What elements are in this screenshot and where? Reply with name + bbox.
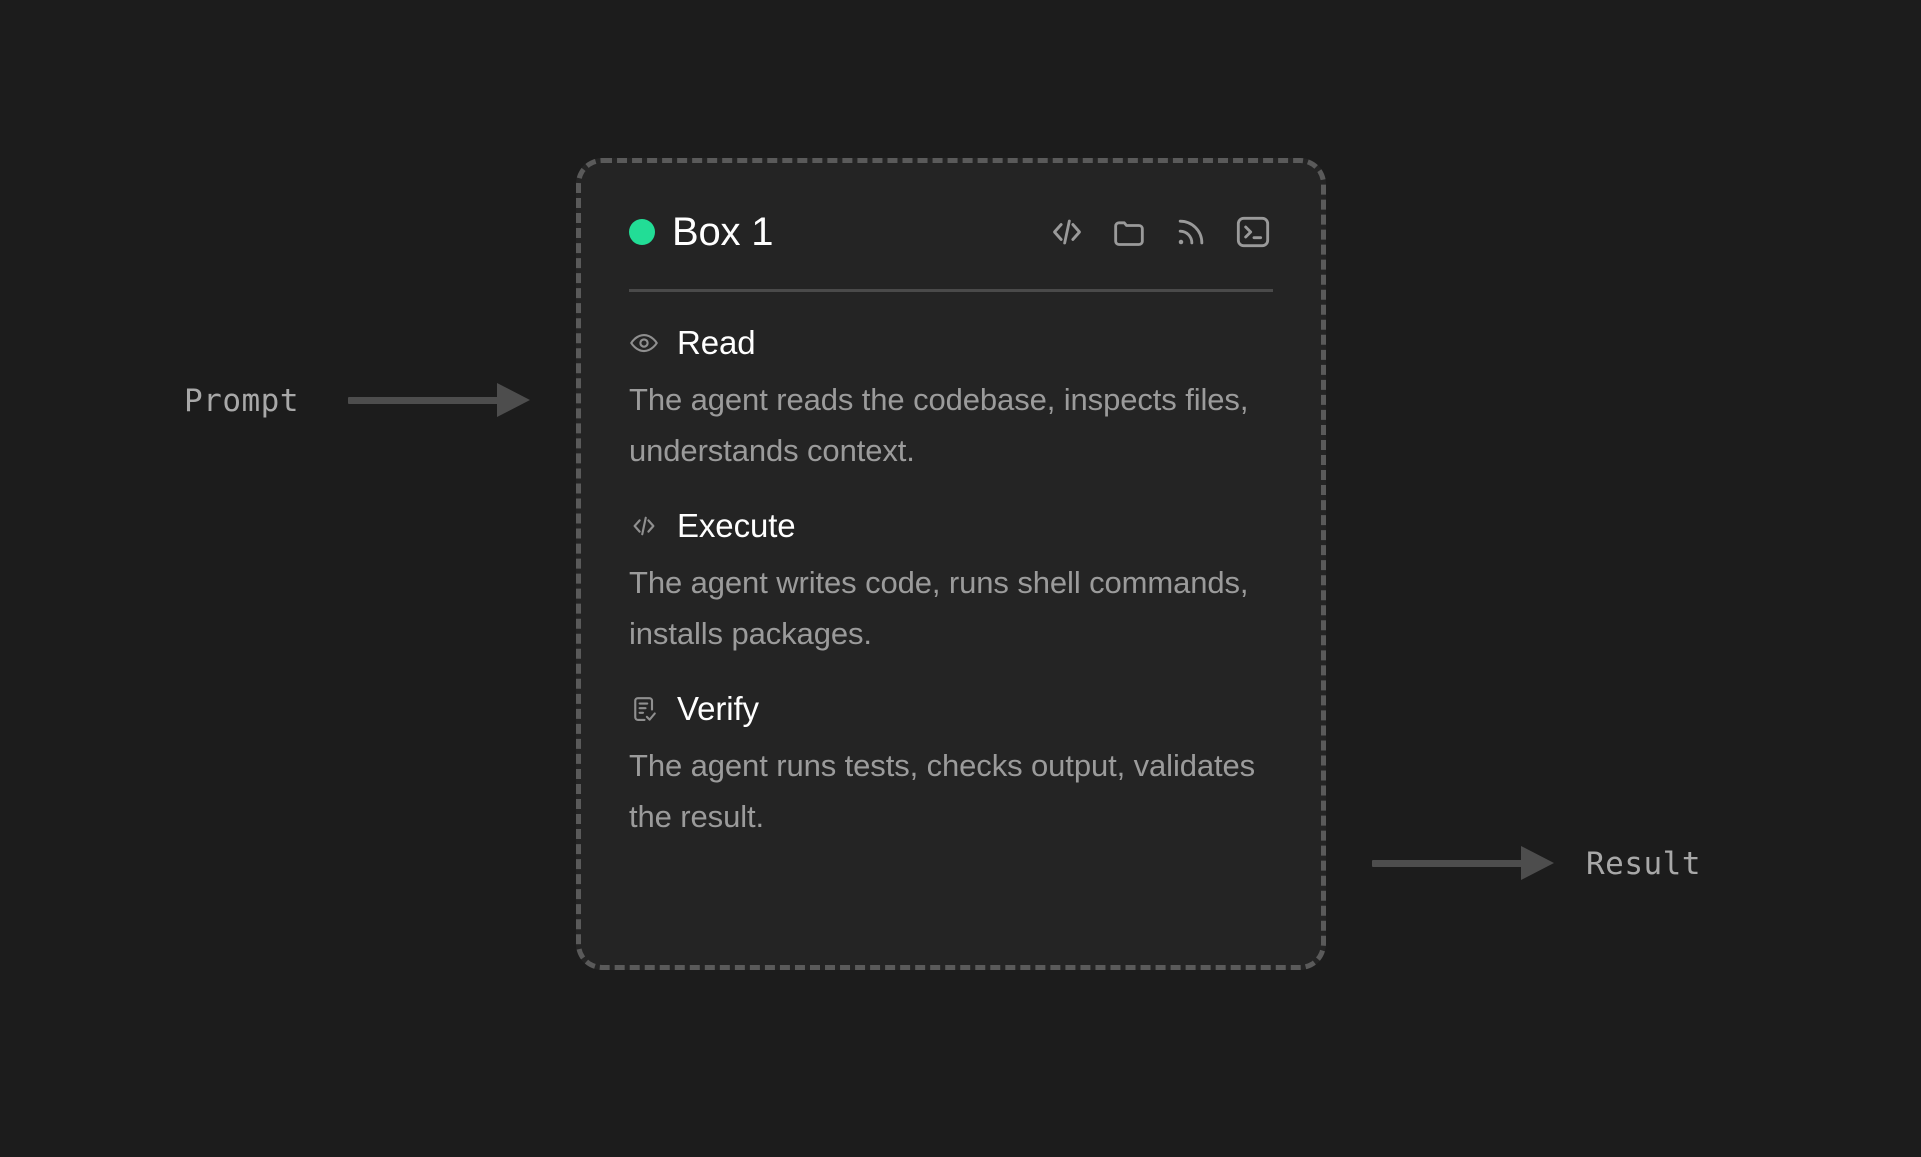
card-title: Box 1 — [672, 209, 774, 254]
step-read-description: The agent reads the codebase, inspects f… — [629, 382, 1249, 468]
eye-icon — [629, 328, 659, 358]
arrow-right-icon-output — [1372, 846, 1554, 880]
rss-icon[interactable] — [1171, 212, 1211, 252]
step-verify: Verify The agent runs tests, checks outp… — [629, 688, 1273, 842]
header-icon-group — [1047, 212, 1273, 252]
step-verify-title: Verify — [677, 690, 759, 727]
agent-card: Box 1 — [576, 158, 1326, 970]
step-execute: Execute The agent writes code, runs shel… — [629, 505, 1273, 659]
terminal-icon[interactable] — [1233, 212, 1273, 252]
arrow-shaft — [348, 397, 500, 404]
prompt-label: Prompt — [184, 383, 299, 419]
folder-icon[interactable] — [1109, 212, 1149, 252]
step-verify-description: The agent runs tests, checks output, val… — [629, 748, 1256, 834]
arrow-right-icon-input — [348, 383, 530, 417]
arrow-head — [497, 383, 530, 417]
arrow-head — [1521, 846, 1554, 880]
code-icon[interactable] — [1047, 212, 1087, 252]
step-execute-header: Execute — [629, 505, 1273, 547]
step-verify-header: Verify — [629, 688, 1273, 730]
arrow-shaft — [1372, 860, 1524, 867]
step-read-title: Read — [677, 324, 756, 361]
step-read: Read The agent reads the codebase, inspe… — [629, 322, 1273, 476]
document-check-icon — [629, 694, 659, 724]
header-divider — [629, 289, 1273, 292]
code-icon — [629, 511, 659, 541]
status-dot-icon — [629, 219, 655, 245]
step-execute-description: The agent writes code, runs shell comman… — [629, 565, 1249, 651]
result-label: Result — [1586, 846, 1701, 882]
step-list: Read The agent reads the codebase, inspe… — [629, 322, 1273, 842]
step-read-header: Read — [629, 322, 1273, 364]
step-execute-title: Execute — [677, 507, 796, 544]
card-header: Box 1 — [629, 201, 1273, 263]
